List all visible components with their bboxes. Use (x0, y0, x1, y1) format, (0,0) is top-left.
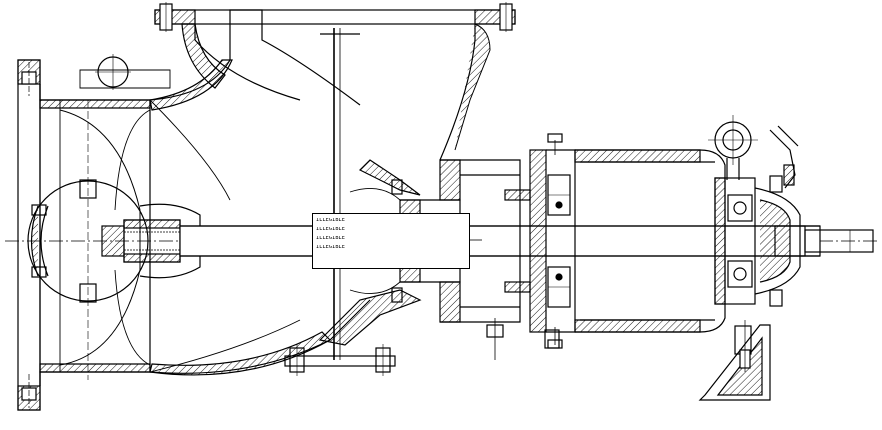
note-line-4: ILLEGIBLE (316, 245, 346, 250)
suction-flange (17, 59, 41, 411)
main-shaft (179, 225, 874, 257)
note-line-2: ILLEGIBLE (316, 227, 346, 232)
bearing-lifting-eye (708, 115, 758, 180)
impeller (27, 100, 151, 380)
support-foot (698, 320, 771, 401)
note-line-1: ILLEGIBLE (316, 218, 346, 223)
volute-lifting-lug (79, 54, 171, 90)
casing-hatch-upper (358, 159, 421, 196)
oiler (769, 125, 799, 189)
assembly-note: ILLEGIBLE ILLEGIBLE ILLEGIBLE ILLEGIBLE (312, 213, 470, 269)
outboard-bearing (714, 177, 806, 305)
note-line-3: ILLEGIBLE (316, 236, 346, 241)
casing-feet (284, 344, 396, 376)
discharge-nozzle (154, 2, 516, 360)
casing-hatch-lower (318, 289, 422, 346)
